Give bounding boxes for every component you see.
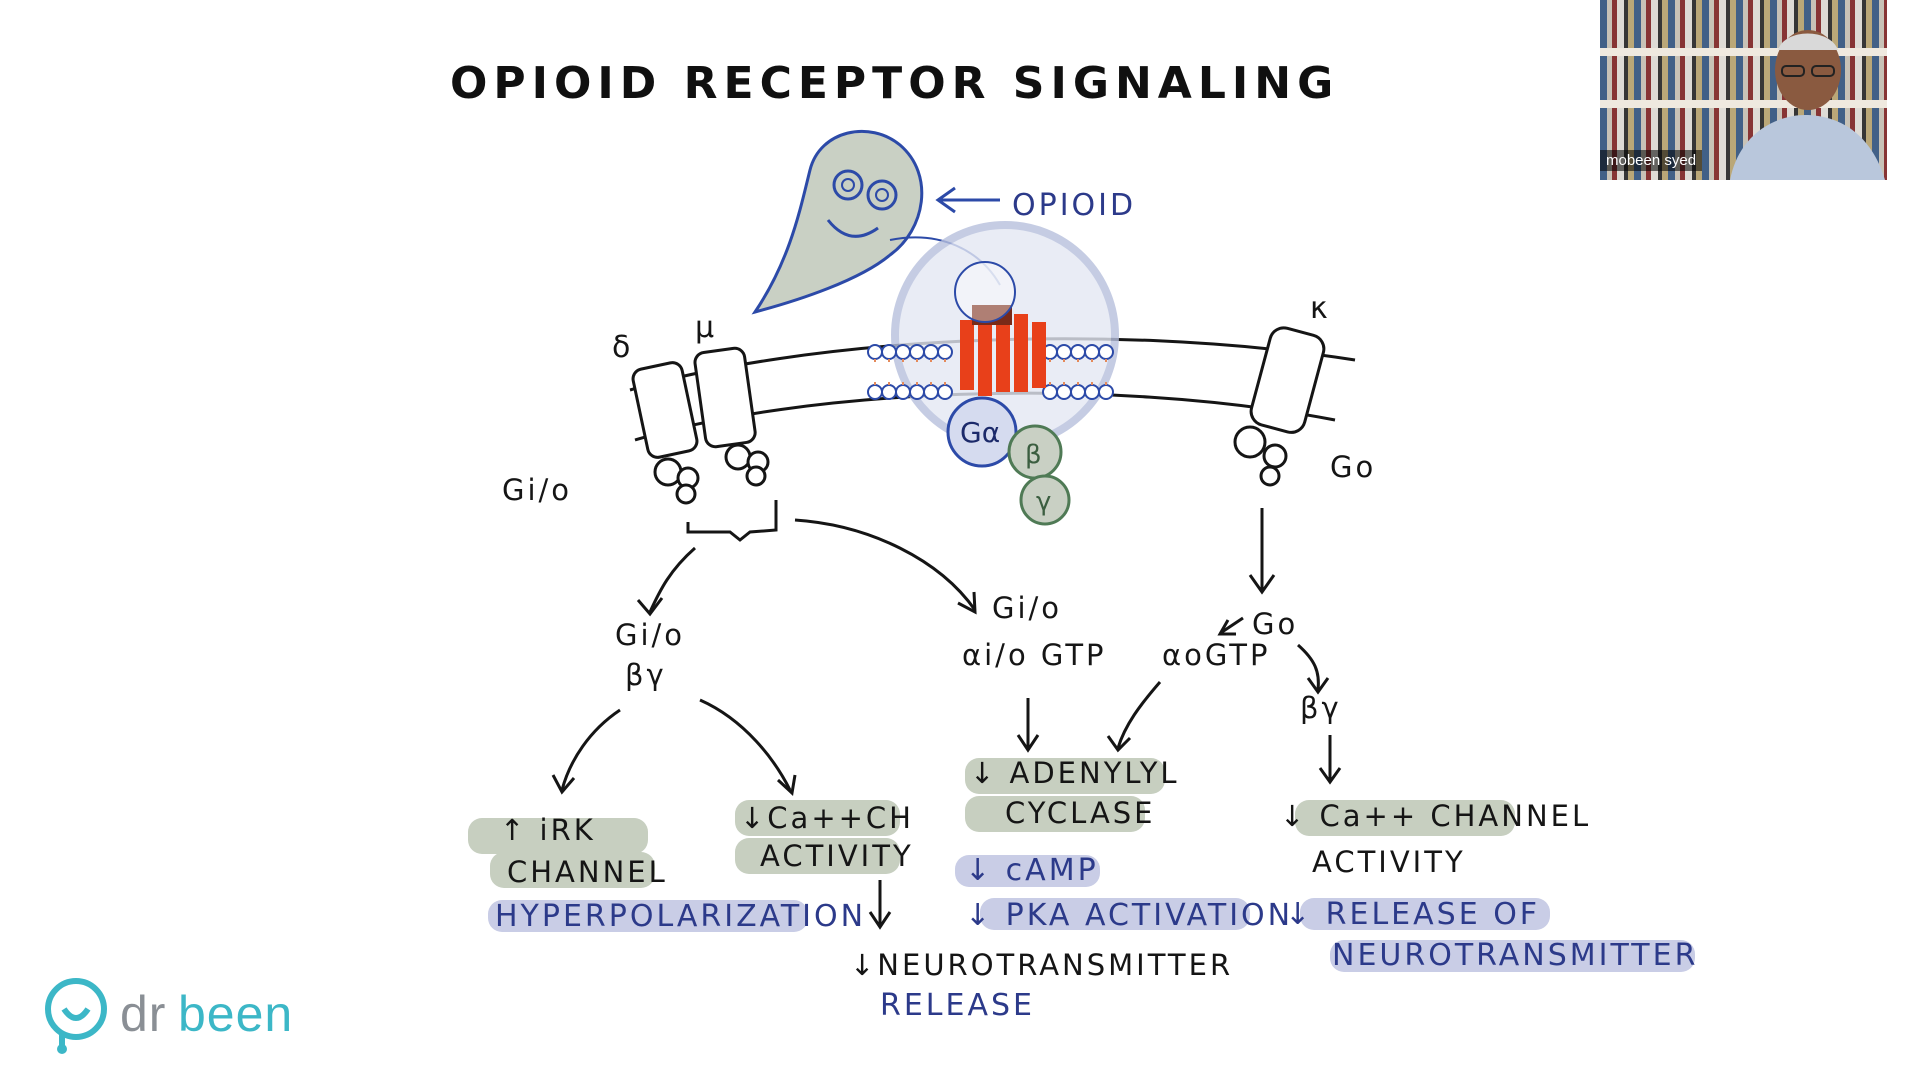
lipid-head: [1056, 384, 1072, 400]
logo-text-dr: dr: [120, 986, 167, 1042]
irk-line1: ↑ iRK: [500, 813, 596, 847]
opioid-receptor: [954, 261, 1046, 396]
go-label-right: Go: [1330, 450, 1376, 484]
gi-o-bg-line2: βγ: [625, 658, 667, 692]
drbeen-logo: dr been: [42, 975, 302, 1055]
g-alpha-label: Gα: [960, 416, 1000, 449]
adenylyl-line2: CYCLASE: [1005, 796, 1156, 830]
gi-o-bg-line1: Gi/o: [615, 618, 685, 652]
lipid-bilayer: [867, 344, 1114, 400]
lipid-head: [881, 384, 897, 400]
lipid-head: [1098, 344, 1114, 360]
beta-label: β: [1025, 440, 1042, 470]
ca-left-line1: ↓Ca++CH: [740, 801, 914, 835]
pathway-arrows: [551, 508, 1342, 930]
gi-o-alpha-line2: αi/o GTP: [962, 638, 1107, 672]
presenter-video: mobeen syed: [1600, 0, 1887, 180]
lipid-head: [1070, 344, 1086, 360]
highlights: [468, 758, 1695, 972]
lipid-head: [881, 344, 897, 360]
delta-receptor: [631, 361, 700, 505]
lipid-head: [895, 384, 911, 400]
release-right-line2: NEUROTRANSMITTER: [1332, 938, 1698, 973]
mu-receptor: [693, 346, 770, 487]
lipid-head: [1084, 384, 1100, 400]
ca-right-line2: ACTIVITY: [1312, 845, 1466, 879]
gamma-label: γ: [1036, 487, 1051, 517]
g-alpha-subunit: [946, 396, 1018, 468]
diagram-title: OPIOID RECEPTOR SIGNALING: [450, 58, 1339, 109]
lipid-head: [923, 344, 939, 360]
ca-left-line2: ACTIVITY: [760, 839, 914, 873]
presenter-name: mobeen syed: [1600, 150, 1703, 171]
release-right-line1: ↓ RELEASE OF: [1285, 897, 1540, 932]
ca-right-line1: ↓ Ca++ CHANNEL: [1280, 799, 1591, 833]
go-beta-gamma: βγ: [1300, 691, 1342, 725]
shelf-divider: [1600, 48, 1887, 56]
gamma-subunit: [1019, 474, 1071, 526]
go-small-label: Go: [1252, 607, 1298, 641]
presenter-avatar: [1730, 30, 1885, 180]
opioid-pointer-arrow: [935, 186, 1000, 214]
neuro-left-line1: ↓NEUROTRANSMITTER: [850, 948, 1233, 982]
pka-label: ↓ PKA ACTIVATION: [965, 898, 1293, 933]
lipid-head: [1056, 344, 1072, 360]
lipid-head: [937, 384, 953, 400]
go-alpha-gtp: αoGTP: [1162, 638, 1271, 672]
shelf-divider: [1600, 100, 1887, 108]
lipid-head: [1070, 384, 1086, 400]
lipid-head: [867, 384, 883, 400]
lipid-head: [895, 344, 911, 360]
lipid-head: [1084, 344, 1100, 360]
gi-o-label-left: Gi/o: [502, 473, 572, 507]
opioid-ligand: [751, 129, 1001, 315]
neuro-left-line2: RELEASE: [880, 988, 1035, 1023]
opioid-label: OPIOID: [1012, 188, 1136, 223]
lipid-head: [909, 384, 925, 400]
mu-label: μ: [695, 310, 714, 345]
gi-o-alpha-line1: Gi/o: [992, 591, 1062, 625]
lipid-head: [1098, 384, 1114, 400]
irk-line2: CHANNEL: [507, 855, 668, 889]
kappa-receptor: [1233, 326, 1326, 487]
camp-label: ↓ cAMP: [965, 853, 1099, 888]
kappa-label: κ: [1310, 291, 1328, 326]
lipid-head: [867, 344, 883, 360]
logo-text-been: been: [178, 986, 294, 1042]
lipid-head: [909, 344, 925, 360]
gi-o-brace: [686, 500, 778, 542]
stethoscope-icon: [45, 978, 107, 1054]
hyperpolarization: HYPERPOLARIZATION: [495, 899, 866, 934]
lipid-head: [937, 344, 953, 360]
adenylyl-line1: ↓ ADENYLYL: [970, 756, 1180, 790]
delta-label: δ: [612, 330, 630, 365]
lipid-head: [923, 384, 939, 400]
